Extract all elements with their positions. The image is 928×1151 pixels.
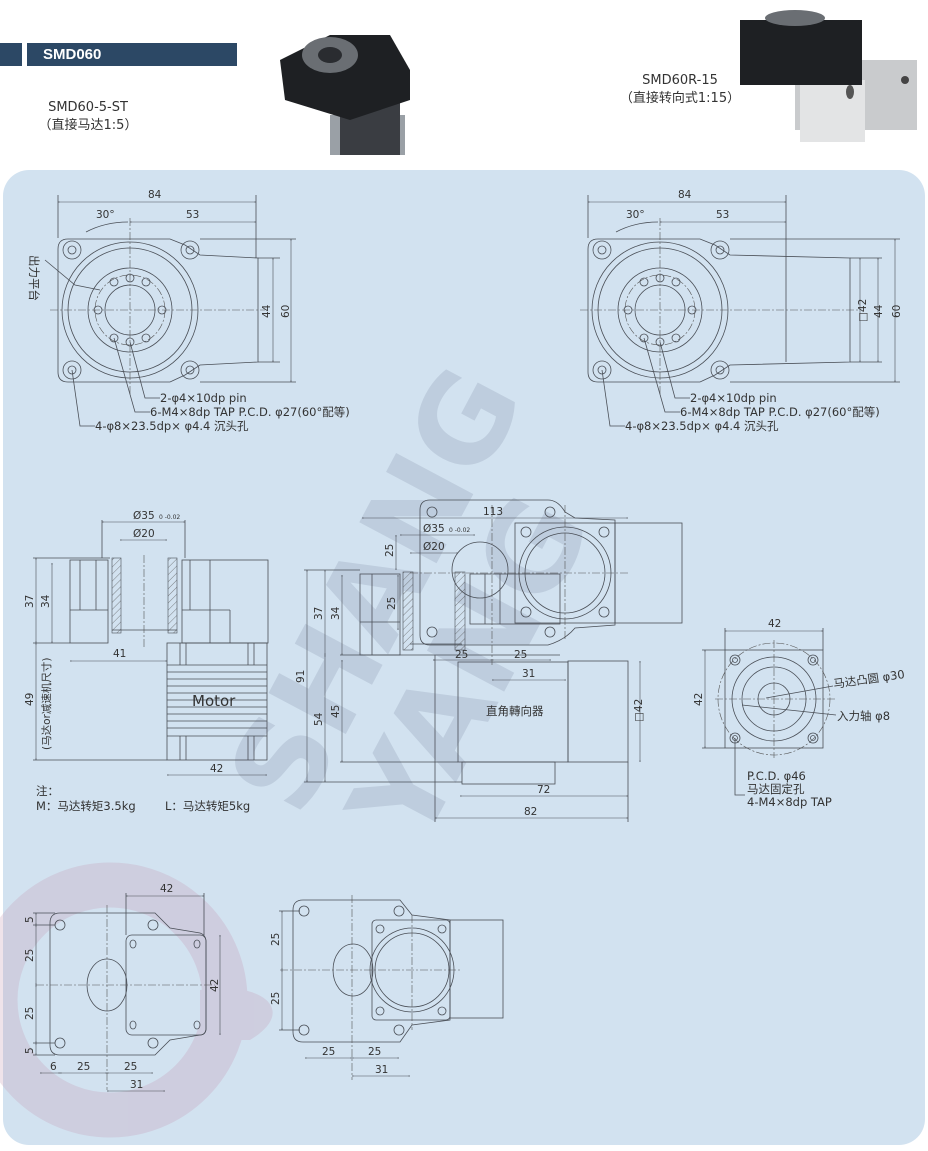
bv1-dim-5-top: 5 <box>24 916 36 923</box>
sv2-dim-91: 91 <box>295 670 307 683</box>
bv1-dim-25-left: 25 <box>77 1061 90 1073</box>
sv2-dim-72: 72 <box>537 784 550 796</box>
sv2-dim-25-left: 25 <box>455 649 468 661</box>
section-title: SMD060 <box>27 43 237 66</box>
sv2-dim-25-right: 25 <box>514 649 527 661</box>
sv2-dim-113: 113 <box>483 506 503 518</box>
tv2-callout-pin: 2-φ4×10dp pin <box>690 391 777 405</box>
tv2-dim-53: 53 <box>716 209 729 221</box>
bv2-dim-31: 31 <box>375 1064 388 1076</box>
sv1-dim-34: 34 <box>40 594 52 608</box>
tv2-angle: 30° <box>626 209 645 221</box>
product-1-ratio: （直接马达1:5） <box>38 118 138 133</box>
bv1-dim-6: 6 <box>50 1061 57 1073</box>
product-2-model: SMD60R-15 <box>642 73 718 88</box>
tv2-callout-tap: 6-M4×8dp TAP P.C.D. φ27(60°配等) <box>680 405 880 419</box>
mf-tap-label: 4-M4×8dp TAP <box>747 795 832 809</box>
side-view-2 <box>304 499 683 822</box>
sv2-dia-20: Ø20 <box>423 541 445 553</box>
sv2-dim-34: 34 <box>330 606 342 620</box>
tv2-dim-square-42: □42 <box>857 299 869 322</box>
product-1-photo <box>280 35 410 155</box>
product-1-caption: SMD60-5-ST （直接马达1:5） <box>28 99 148 135</box>
sv2-dim-25-upper: 25 <box>384 544 396 557</box>
sv1-dim-37: 37 <box>24 595 36 608</box>
sv1-dim-42: 42 <box>210 763 223 775</box>
notes-l: L：马达转矩5kg <box>165 799 250 813</box>
sv1-dia-20: Ø20 <box>133 528 155 540</box>
bv1-dim-25-lower: 25 <box>24 1007 36 1020</box>
sv2-dim-54: 54 <box>313 712 325 726</box>
product-2-ratio: （直接转向式1:15） <box>619 91 741 106</box>
sv2-dim-82: 82 <box>524 806 537 818</box>
tv1-callout-counterbore: 4-φ8×23.5dp× φ4.4 沉头孔 <box>95 419 249 433</box>
mf-pcd-label: P.C.D. φ46 <box>747 769 806 783</box>
sv2-dim-37: 37 <box>313 607 325 620</box>
bv1-dim-25-right: 25 <box>124 1061 137 1073</box>
bv1-dim-31: 31 <box>130 1079 143 1091</box>
sv1-dim-49: 49 <box>24 693 36 706</box>
tv1-callout-tap: 6-M4×8dp TAP P.C.D. φ27(60°配等) <box>150 405 350 419</box>
sv2-dim-45: 45 <box>330 705 342 718</box>
mf-holes-label: 马达固定孔 <box>747 782 805 796</box>
tv1-dim-44: 44 <box>261 304 273 318</box>
tv2-dim-60: 60 <box>891 305 903 318</box>
bottom-view-2 <box>279 895 504 1080</box>
sv1-motor-label: Motor <box>192 692 236 710</box>
tv2-dim-44: 44 <box>873 304 885 318</box>
tv2-callout-counterbore: 4-φ8×23.5dp× φ4.4 沉头孔 <box>625 419 779 433</box>
bv2-dim-25-left: 25 <box>322 1046 335 1058</box>
tv1-angle: 30° <box>96 209 115 221</box>
sv1-dim-41: 41 <box>113 648 126 660</box>
bv1-dim-5-bottom: 5 <box>24 1047 36 1054</box>
product-1-model: SMD60-5-ST <box>48 100 128 115</box>
product-2-photo <box>740 10 917 142</box>
tv1-callout-pin: 2-φ4×10dp pin <box>160 391 247 405</box>
sv2-right-angle-label: 直角轉向器 <box>486 704 544 718</box>
mf-dim-width-42: 42 <box>768 618 781 630</box>
sv2-tolerance: 0 -0.02 <box>449 527 470 534</box>
sv1-dia-35: Ø35 <box>133 510 155 522</box>
header-accent <box>0 43 22 66</box>
bv2-dim-25-upper-label: 25 <box>270 933 282 946</box>
bv2-dim-25-lower: 25 <box>270 992 282 1005</box>
motor-flange-view <box>702 628 837 796</box>
tv1-dim-53: 53 <box>186 209 199 221</box>
watermark-gear-logo <box>0 862 273 1138</box>
product-2-caption: SMD60R-15 （直接转向式1:15） <box>610 72 750 108</box>
mf-dim-height-42: 42 <box>693 693 705 706</box>
tv1-output-platform-label: 出力平台 <box>27 255 41 301</box>
top-view-1 <box>44 195 296 427</box>
sv1-motor-size-note: (马达or减速机尺寸) <box>40 658 53 750</box>
bv2-dim-25-right: 25 <box>368 1046 381 1058</box>
tv1-dim-84: 84 <box>148 189 162 201</box>
bv1-dim-42-width: 42 <box>160 883 173 895</box>
side-view-1 <box>33 520 269 775</box>
top-view-2 <box>580 195 900 427</box>
sv2-dia-35: Ø35 <box>423 523 445 535</box>
sv2-square-42: □42 <box>633 699 645 722</box>
tv2-dim-84: 84 <box>678 189 692 201</box>
sv1-tolerance: 0 -0.02 <box>159 514 180 521</box>
drawing-panel <box>3 170 925 1145</box>
bottom-view-1 <box>33 893 220 1091</box>
sv2-dim-31: 31 <box>522 668 535 680</box>
tv1-dim-60: 60 <box>280 305 292 318</box>
notes-title: 注： <box>36 784 59 798</box>
sv2-dim-25-lower: 25 <box>386 597 398 610</box>
notes-m: M：马达转矩3.5kg <box>36 799 136 813</box>
bv1-dim-42-height: 42 <box>209 979 221 992</box>
bv1-dim-25-upper: 25 <box>24 949 36 962</box>
mf-shaft-label: 入力轴 φ8 <box>837 709 890 723</box>
